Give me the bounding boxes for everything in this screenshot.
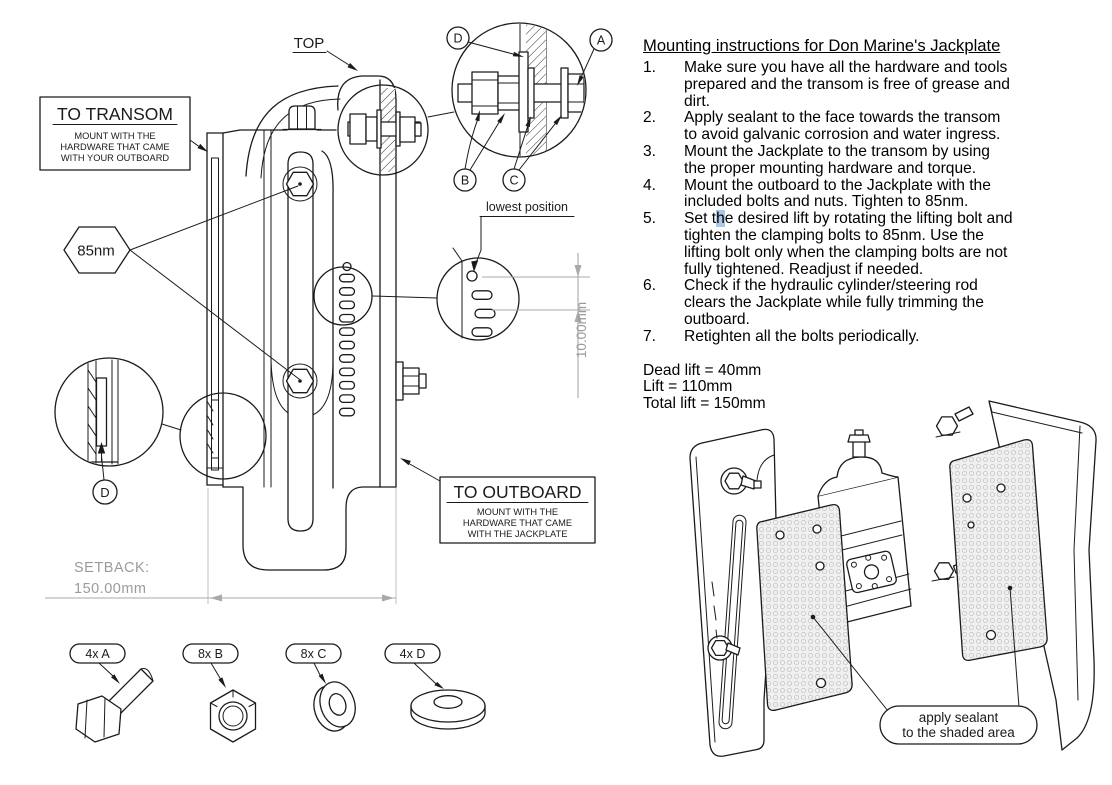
part-c-label: 8x C	[301, 647, 327, 661]
sealant-callout-line-1: apply sealant	[919, 710, 999, 725]
setback-dimension: SETBACK: 150.00mm	[45, 488, 397, 604]
spec-lift: Lift = 110mm	[643, 378, 733, 396]
hex-nut-drawing	[209, 689, 257, 743]
detail-label-b-text: B	[461, 174, 469, 188]
instruction-item: 7. Retighten all the bolts periodically.	[643, 327, 1108, 346]
part-d-label: 4x D	[400, 647, 426, 661]
iso-bolt-lower-left	[707, 635, 741, 661]
parts-legend: 4x A 8x B	[69, 643, 486, 743]
transom-box-line-3: WITH YOUR OUTBOARD	[61, 153, 170, 163]
detail-label-b: B	[453, 110, 505, 192]
instruction-text: Mount the outboard to the Jackplate with…	[684, 176, 991, 211]
outboard-box-line-3: WITH THE JACKPLATE	[468, 529, 568, 539]
adjustment-slots	[338, 261, 356, 417]
instruction-number: 6.	[643, 277, 657, 295]
instruction-item: 1. Make sure you have all the hardware an…	[643, 59, 1108, 110]
text-selection-highlight: h	[716, 210, 725, 228]
side-bolt	[395, 361, 427, 401]
part-callout-c: 8x C	[285, 643, 356, 732]
instruction-text: Set the desired lift by rotating the lif…	[684, 210, 1013, 278]
lowest-position-label: lowest position	[486, 200, 568, 214]
detail-label-d: D	[446, 26, 524, 57]
instruction-text: Make sure you have all the hardware and …	[684, 59, 1010, 110]
lowest-position-callout: lowest position	[471, 200, 575, 272]
detail-label-d-text: D	[453, 32, 462, 46]
torque-hex-label: 85nm	[77, 243, 115, 260]
vertical-dim-label: 10.00mm	[574, 302, 589, 358]
transom-box-line-2: HARDWARE THAT CAME	[60, 142, 169, 152]
isometric-view: apply sealant to the shaded area	[689, 400, 1097, 757]
lift-slot	[287, 151, 314, 532]
center-bracket	[222, 105, 356, 532]
lifting-bolt	[288, 105, 316, 130]
part-callout-d: 4x D	[384, 643, 486, 730]
sealant-callout-line-2: to the shaded area	[902, 725, 1015, 740]
instruction-text: Mount the Jackplate to the transom by us…	[684, 142, 990, 177]
outboard-box-title: TO OUTBOARD	[453, 482, 581, 502]
main-side-view	[206, 75, 427, 571]
detail-label-a: A	[577, 28, 613, 86]
setback-value: 150.00mm	[74, 581, 147, 597]
part-callout-b: 8x B	[182, 643, 257, 743]
setback-label: SETBACK:	[74, 560, 150, 576]
instruction-number: 4.	[643, 176, 657, 194]
transom-callout-box: TO TRANSOM MOUNT WITH THE HARDWARE THAT …	[39, 96, 208, 171]
instruction-item: 5. Set the desired lift by rotating the l…	[643, 210, 1108, 278]
part-a-label: 4x A	[85, 647, 110, 661]
d-detail-view: D	[54, 357, 267, 505]
d-detail-label: D	[100, 485, 109, 500]
hex-bolt-drawing	[75, 668, 154, 743]
detail-label-a-text: A	[597, 34, 606, 48]
clamping-bolt-lower	[282, 363, 318, 399]
instruction-number: 7.	[643, 327, 657, 345]
torque-callout: 85nm	[63, 185, 300, 380]
iso-lift-mechanism	[846, 550, 897, 594]
clamping-bolt-upper	[282, 166, 318, 202]
detail-label-c: C	[502, 115, 562, 192]
technical-drawing: D A B C	[39, 22, 613, 743]
instruction-number: 2.	[643, 109, 657, 127]
instruction-text: Apply sealant to the face towards the tr…	[684, 109, 1001, 144]
instruction-item: 2. Apply sealant to the face towards the …	[643, 109, 1108, 144]
instructions-panel: Mounting instructions for Don Marine's J…	[643, 36, 1108, 413]
top-label: TOP	[294, 35, 325, 52]
transom-box-title: TO TRANSOM	[57, 104, 173, 124]
flat-washer-drawing	[410, 689, 486, 730]
detail-label-c-text: C	[509, 174, 518, 188]
washer-drawing	[313, 681, 356, 732]
sealant-callout: apply sealant to the shaded area	[810, 585, 1038, 745]
outboard-callout-box: TO OUTBOARD MOUNT WITH THE HARDWARE THAT…	[400, 458, 596, 544]
outboard-box-line-2: HARDWARE THAT CAME	[463, 518, 572, 528]
instruction-text: Check if the hydraulic cylinder/steering…	[684, 277, 984, 328]
transom-box-line-1: MOUNT WITH THE	[74, 131, 155, 141]
instructions-title: Mounting instructions for Don Marine's J…	[643, 36, 1001, 55]
instruction-item: 4. Mount the outboard to the Jackplate wi…	[643, 176, 1108, 212]
iso-sealant-plate-right	[949, 438, 1048, 662]
iso-left-bracket	[689, 428, 777, 757]
lift-specs: Dead lift = 40mm Lift = 110mm Total lift…	[643, 361, 1108, 413]
top-label-group: TOP	[292, 35, 358, 71]
vertical-dimension: 10.00mm	[482, 253, 590, 398]
bottom-cutout	[222, 486, 381, 571]
spec-dead-lift: Dead lift = 40mm	[643, 361, 762, 379]
iso-bolt-top-right	[935, 406, 974, 438]
top-bolt-section	[337, 84, 455, 176]
outboard-box-line-1: MOUNT WITH THE	[477, 507, 558, 517]
hardware-detail-view: D A B C	[446, 22, 613, 192]
instruction-number: 5.	[643, 210, 657, 228]
instructions-list: 1. Make sure you have all the hardware an…	[643, 59, 1108, 346]
instruction-item: 3. Mount the Jackplate to the transom by …	[643, 142, 1108, 178]
instruction-text: Retighten all the bolts periodically.	[684, 327, 920, 345]
part-callout-a: 4x A	[69, 643, 154, 743]
spec-total-lift: Total lift = 150mm	[643, 395, 766, 413]
iso-sealant-plate-left	[756, 503, 853, 712]
iso-bolt-upper-left	[720, 467, 762, 495]
part-b-label: 8x B	[198, 647, 223, 661]
instruction-number: 1.	[643, 59, 657, 76]
instruction-item: 6. Check if the hydraulic cylinder/steeri…	[643, 277, 1108, 328]
instruction-number: 3.	[643, 142, 657, 160]
